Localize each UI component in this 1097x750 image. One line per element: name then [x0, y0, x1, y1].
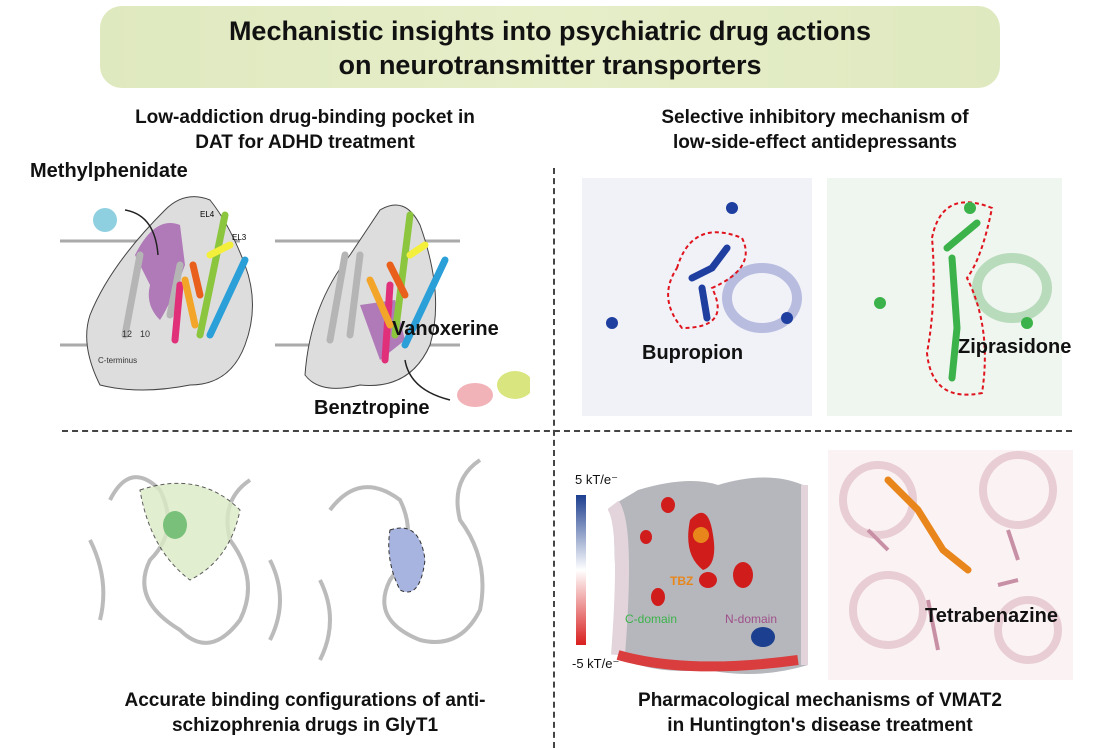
vertical-divider	[553, 168, 555, 748]
dat-pocket-2	[360, 300, 405, 360]
title-line-1: Mechanistic insights into psychiatric dr…	[228, 16, 872, 46]
vmat2-heading: Pharmacological mechanisms of VMAT2 in H…	[590, 688, 1050, 738]
vanoxerine-label: Vanoxerine	[392, 318, 499, 340]
dat-heading-line-2: DAT for ADHD treatment	[195, 132, 415, 153]
dat-heading-line-1: Low-addiction drug-binding pocket in	[135, 107, 475, 128]
title-line-2: on neurotransmitter transporters	[338, 50, 762, 80]
dat-schematic: 12 10 C-terminus EL4 EL3 .	[60, 196, 530, 407]
cterm-tag: C-terminus	[98, 356, 137, 365]
n-domain-label: N-domain	[725, 612, 778, 626]
glyt1-heading: Accurate binding configurations of anti-…	[70, 688, 540, 738]
title-banner: Mechanistic insights into psychiatric dr…	[100, 6, 1000, 88]
vmat2-heading-line-1: Pharmacological mechanisms of VMAT2	[638, 690, 1002, 711]
vanoxerine-molecule	[497, 371, 530, 399]
tm12-tag: 12	[122, 329, 132, 339]
tm10-tag: 10	[140, 329, 150, 339]
horizontal-divider	[62, 430, 1072, 432]
methylphenidate-label: Methylphenidate	[30, 160, 188, 182]
el4-tag: EL4	[200, 210, 215, 219]
benztropine-label: Benztropine	[314, 397, 430, 419]
tbz-label: TBZ	[670, 574, 694, 588]
dat-heading: Low-addiction drug-binding pocket in DAT…	[80, 105, 530, 155]
electrostatic-scale-bar	[576, 495, 586, 645]
glyt1-heading-line-2: schizophrenia drugs in GlyT1	[171, 715, 439, 736]
antidep-heading-line-2: low-side-effect antidepressants	[672, 132, 958, 153]
benztropine-molecule	[457, 383, 493, 407]
antidep-structures	[582, 178, 1062, 416]
scale-max-label: 5 kT/e⁻	[575, 472, 618, 487]
arrow-icon	[124, 209, 159, 256]
tetrabenazine-structure	[828, 450, 1073, 680]
antidep-heading: Selective inhibitory mechanism of low-si…	[590, 105, 1040, 155]
ziprasidone-label: Ziprasidone	[958, 336, 1072, 358]
c-domain-label: C-domain	[625, 612, 678, 626]
el3-tag: EL3	[232, 233, 247, 242]
glyt1-structures	[88, 458, 485, 661]
bupropion-label: Bupropion	[642, 342, 744, 364]
vmat2-heading-line-2: in Huntington's disease treatment	[667, 715, 973, 736]
scale-min-label: -5 kT/e⁻	[572, 656, 620, 671]
glyt1-heading-line-1: Accurate binding configurations of anti-	[124, 690, 486, 711]
antidep-heading-line-1: Selective inhibitory mechanism of	[661, 107, 969, 128]
methylphenidate-molecule	[93, 208, 117, 232]
tetrabenazine-label: Tetrabenazine	[925, 605, 1058, 627]
vmat2-surface	[608, 477, 808, 674]
